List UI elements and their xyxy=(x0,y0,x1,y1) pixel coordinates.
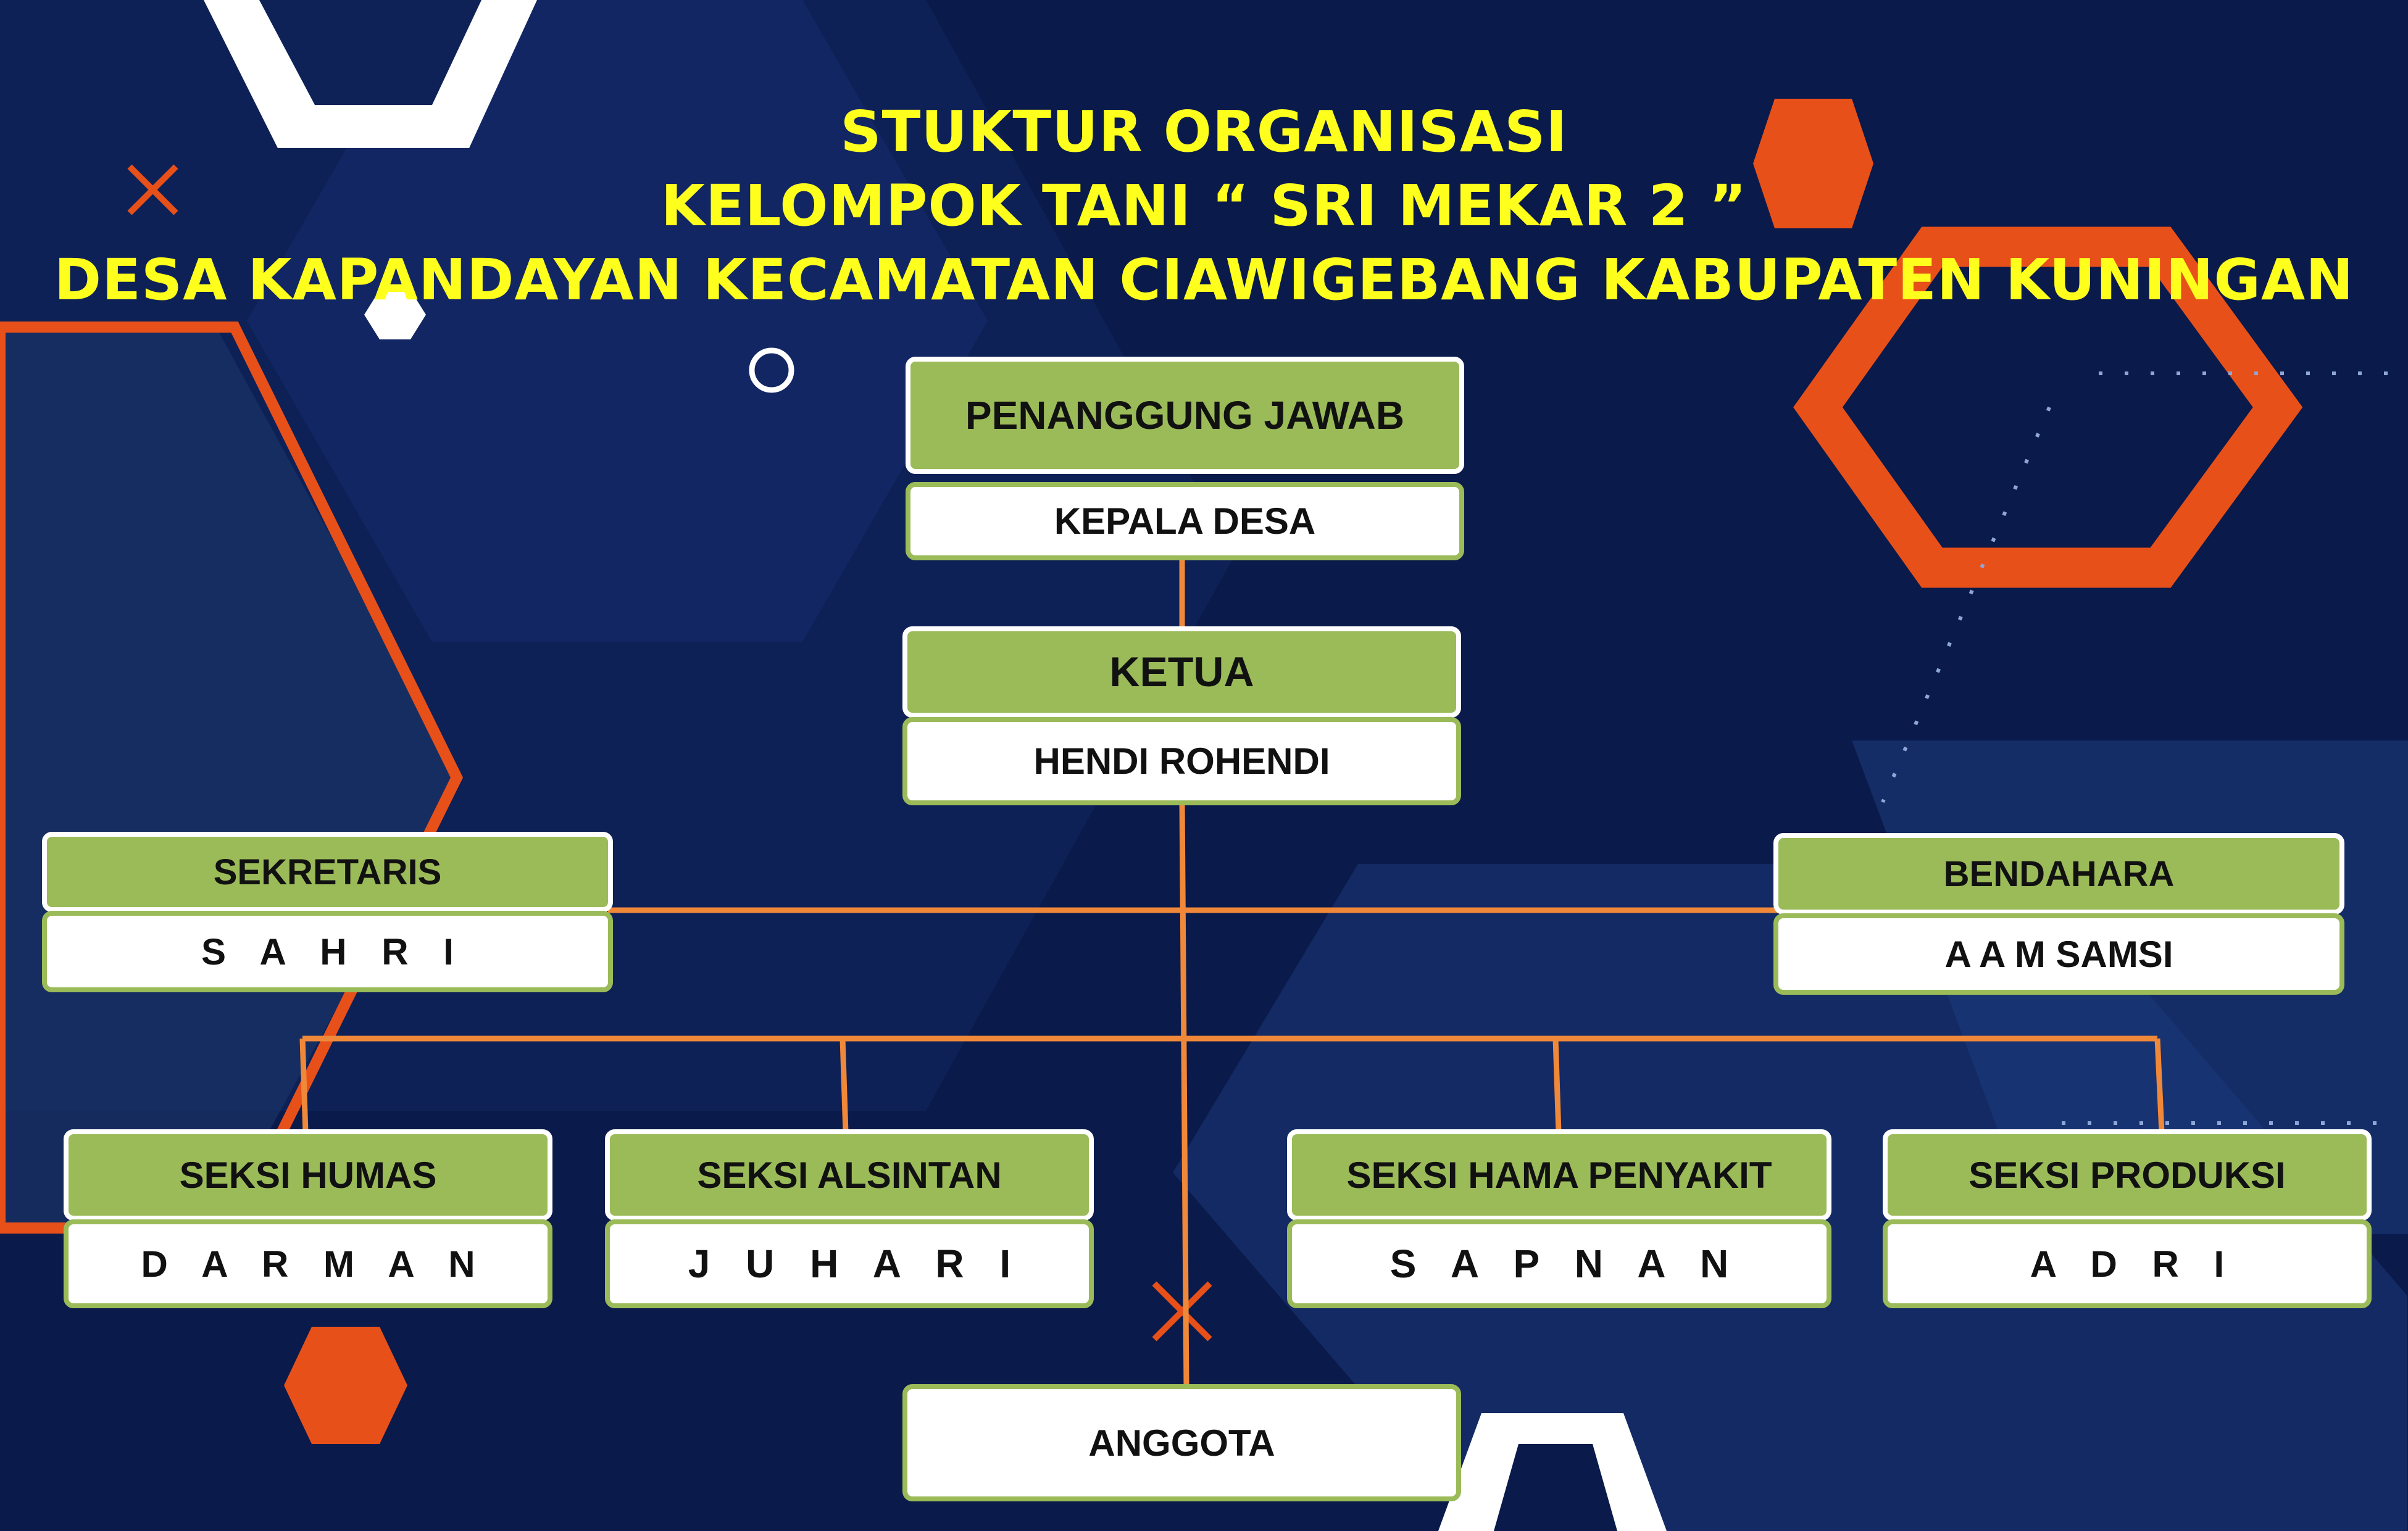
ketua-title: KETUA xyxy=(902,626,1461,718)
sekretaris-name: S A H R I xyxy=(42,911,613,992)
node-bendahara: BENDAHARA A A M SAMSI xyxy=(1773,833,2344,995)
ketua-name: HENDI ROHENDI xyxy=(902,717,1461,805)
penanggung-jawab-name: KEPALA DESA xyxy=(906,482,1464,560)
seksi-produksi-name: A D R I xyxy=(1883,1219,2372,1308)
penanggung-jawab-title: PENANGGUNG JAWAB xyxy=(906,357,1464,474)
title-line-2: KELOMPOK TANI “ SRI MEKAR 2 ” xyxy=(660,173,1748,239)
node-seksi-humas: SEKSI HUMAS D A R M A N xyxy=(64,1129,552,1308)
seksi-humas-title: SEKSI HUMAS xyxy=(64,1129,552,1221)
seksi-hama-name: S A P N A N xyxy=(1287,1219,1831,1308)
seksi-alsintan-name: J U H A R I xyxy=(605,1219,1094,1308)
bendahara-title: BENDAHARA xyxy=(1773,833,2344,915)
node-ketua: KETUA HENDI ROHENDI xyxy=(902,626,1461,805)
node-seksi-alsintan: SEKSI ALSINTAN J U H A R I xyxy=(605,1129,1094,1308)
sekretaris-title: SEKRETARIS xyxy=(42,832,613,912)
seksi-produksi-title: SEKSI PRODUKSI xyxy=(1883,1129,2372,1221)
node-anggota: ANGGOTA xyxy=(902,1384,1461,1501)
node-penanggung-jawab: PENANGGUNG JAWAB KEPALA DESA xyxy=(906,357,1464,560)
anggota-name: ANGGOTA xyxy=(902,1384,1461,1501)
node-seksi-hama-penyakit: SEKSI HAMA PENYAKIT S A P N A N xyxy=(1287,1129,1831,1308)
seksi-humas-name: D A R M A N xyxy=(64,1219,552,1308)
bendahara-name: A A M SAMSI xyxy=(1773,913,2344,995)
title-line-3: DESA KAPANDAYAN KECAMATAN CIAWIGEBANG KA… xyxy=(54,247,2354,313)
node-sekretaris: SEKRETARIS S A H R I xyxy=(42,832,613,992)
title-line-1: STUKTUR ORGANISASI xyxy=(840,99,1568,165)
node-seksi-produksi: SEKSI PRODUKSI A D R I xyxy=(1883,1129,2372,1308)
seksi-alsintan-title: SEKSI ALSINTAN xyxy=(605,1129,1094,1221)
seksi-hama-title: SEKSI HAMA PENYAKIT xyxy=(1287,1129,1831,1221)
